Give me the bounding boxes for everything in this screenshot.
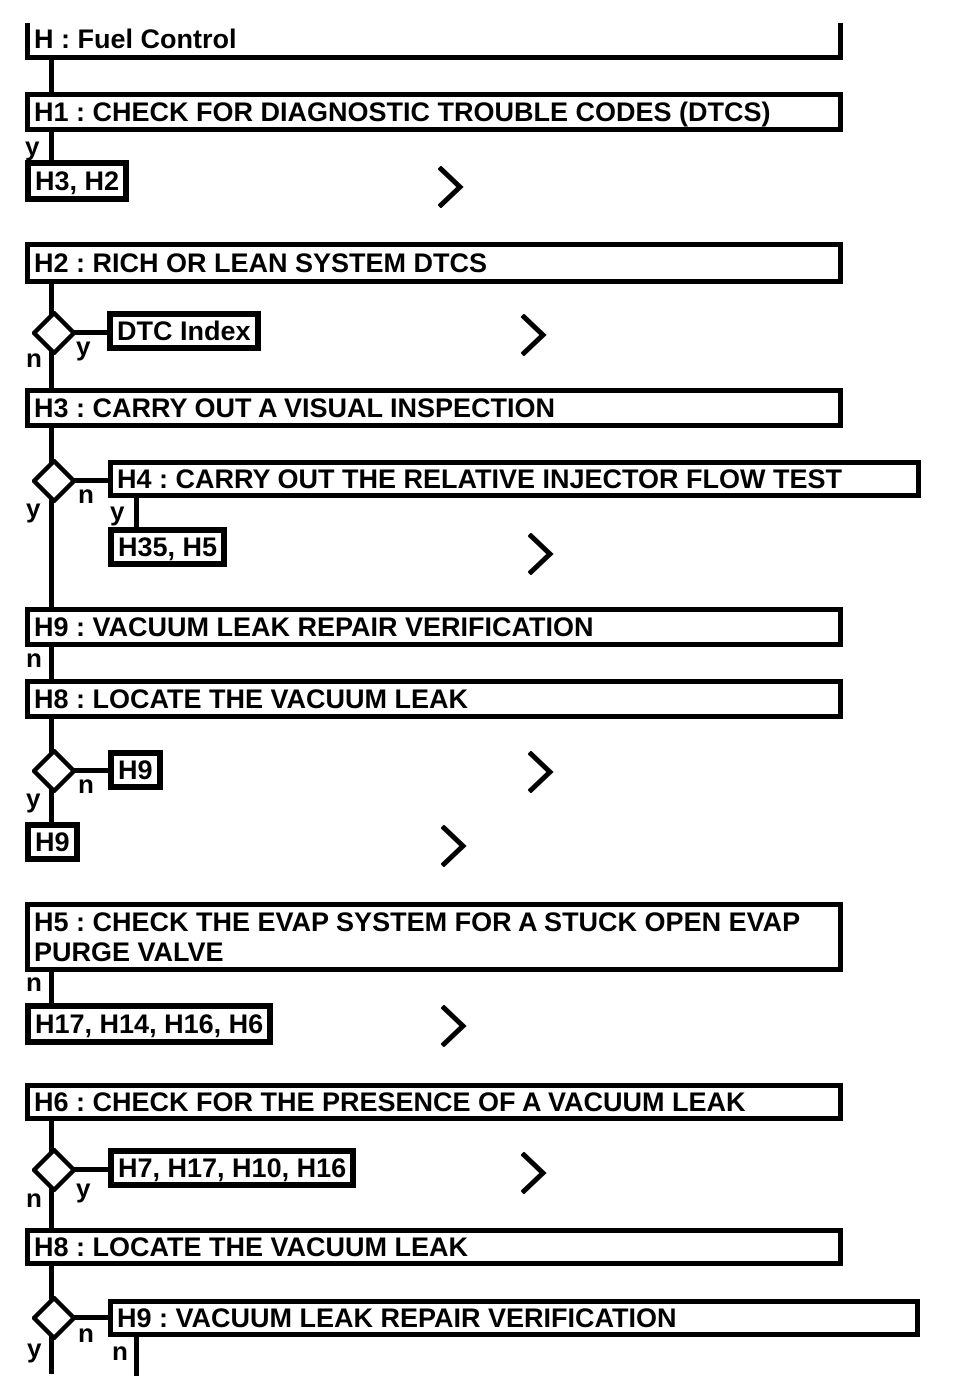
ref-h35-h5-link[interactable]: H35, H5 xyxy=(108,527,228,567)
branch-label-no: n xyxy=(26,967,42,997)
continue-chevron-icon[interactable] xyxy=(521,1152,547,1194)
ref-h3-h2-link[interactable]: H3, H2 xyxy=(25,160,130,202)
step-h8-label: H8 : LOCATE THE VACUUM LEAK xyxy=(34,1232,468,1262)
branch-label-no: n xyxy=(78,769,94,799)
decision-diamond xyxy=(32,459,76,503)
step-h9-verification-box: H9 : VACUUM LEAK REPAIR VERIFICATION xyxy=(108,1299,920,1337)
branch-label-yes: y xyxy=(25,131,40,161)
connector-line xyxy=(49,1187,54,1230)
ref-h7-h17-h10-h16-label: H7, H17, H10, H16 xyxy=(118,1153,347,1183)
branch-label-yes: y xyxy=(26,493,41,523)
step-h8-label: H8 : LOCATE THE VACUUM LEAK xyxy=(34,684,468,714)
ref-h9-label: H9 xyxy=(35,827,70,857)
connector-line xyxy=(49,282,54,315)
step-h2-box: H2 : RICH OR LEAN SYSTEM DTCS xyxy=(25,242,843,284)
continue-chevron-icon[interactable] xyxy=(528,751,554,793)
ref-h9-link[interactable]: H9 xyxy=(25,822,80,862)
branch-label-yes: y xyxy=(26,783,41,813)
branch-label-no: n xyxy=(26,343,42,373)
branch-label-yes: y xyxy=(76,1173,91,1203)
ref-dtc-index-link[interactable]: DTC Index xyxy=(107,311,261,351)
ref-h9-link[interactable]: H9 xyxy=(108,750,163,790)
step-h9-verification-label: H9 : VACUUM LEAK REPAIR VERIFICATION xyxy=(34,612,594,642)
decision-diamond xyxy=(32,1148,76,1192)
branch-label-no: n xyxy=(112,1336,128,1366)
ref-dtc-index-label: DTC Index xyxy=(117,316,251,346)
step-h1-label: H1 : CHECK FOR DIAGNOSTIC TROUBLE CODES … xyxy=(34,97,771,127)
connector-line xyxy=(134,496,139,529)
ref-h17-h14-h16-h6-link[interactable]: H17, H14, H16, H6 xyxy=(25,1003,274,1045)
continue-chevron-icon[interactable] xyxy=(438,166,464,208)
connector-line xyxy=(72,1167,110,1172)
connector-line xyxy=(134,1335,139,1376)
connector-line xyxy=(72,330,109,335)
branch-label-yes: y xyxy=(76,331,91,361)
connector-line xyxy=(49,498,54,609)
connector-line xyxy=(72,768,110,773)
ref-h9-label: H9 xyxy=(118,755,153,785)
step-h4-box: H4 : CARRY OUT THE RELATIVE INJECTOR FLO… xyxy=(108,460,921,498)
step-h1-box: H1 : CHECK FOR DIAGNOSTIC TROUBLE CODES … xyxy=(25,92,843,132)
decision-diamond xyxy=(32,749,76,793)
branch-label-yes: y xyxy=(27,1333,42,1363)
step-h6-box: H6 : CHECK FOR THE PRESENCE OF A VACUUM … xyxy=(25,1083,843,1121)
connector-line xyxy=(49,58,54,97)
ref-h3-h2-label: H3, H2 xyxy=(35,166,120,196)
branch-label-yes: y xyxy=(110,496,125,526)
step-h4-label: H4 : CARRY OUT THE RELATIVE INJECTOR FLO… xyxy=(117,464,843,494)
connector-line xyxy=(49,717,54,753)
connector-line xyxy=(49,351,54,390)
step-h2-label: H2 : RICH OR LEAN SYSTEM DTCS xyxy=(34,248,488,278)
connector-line xyxy=(49,645,54,681)
step-h9-verification-label: H9 : VACUUM LEAK REPAIR VERIFICATION xyxy=(117,1303,677,1333)
continue-chevron-icon[interactable] xyxy=(441,1005,467,1047)
connector-line xyxy=(49,1119,54,1152)
connector-line xyxy=(72,478,110,483)
step-h8-box: H8 : LOCATE THE VACUUM LEAK xyxy=(25,1228,843,1266)
decision-diamond xyxy=(32,311,76,355)
step-h9-verification-box: H9 : VACUUM LEAK REPAIR VERIFICATION xyxy=(25,607,843,647)
step-h5-label: H5 : CHECK THE EVAP SYSTEM FOR A STUCK O… xyxy=(34,907,800,967)
ref-h7-h17-h10-h16-link[interactable]: H7, H17, H10, H16 xyxy=(108,1148,357,1188)
connector-line xyxy=(49,970,54,1005)
flowchart-title-box: H : Fuel Control xyxy=(25,23,843,60)
step-h8-box: H8 : LOCATE THE VACUUM LEAK xyxy=(25,679,843,719)
decision-diamond xyxy=(32,1296,76,1340)
ref-h17-h14-h16-h6-label: H17, H14, H16, H6 xyxy=(35,1009,264,1039)
flowchart-title: H : Fuel Control xyxy=(34,24,237,54)
continue-chevron-icon[interactable] xyxy=(528,533,554,575)
connector-line xyxy=(49,1335,54,1374)
connector-line xyxy=(49,788,54,824)
connector-line xyxy=(49,1264,54,1301)
branch-label-no: n xyxy=(78,479,94,509)
branch-label-no: n xyxy=(26,1183,42,1213)
branch-label-no: n xyxy=(78,1318,94,1348)
branch-label-no: n xyxy=(26,643,42,673)
step-h3-label: H3 : CARRY OUT A VISUAL INSPECTION xyxy=(34,393,556,423)
step-h3-box: H3 : CARRY OUT A VISUAL INSPECTION xyxy=(25,388,843,428)
continue-chevron-icon[interactable] xyxy=(521,314,547,356)
ref-h35-h5-label: H35, H5 xyxy=(118,532,218,562)
step-h6-label: H6 : CHECK FOR THE PRESENCE OF A VACUUM … xyxy=(34,1087,746,1117)
connector-line xyxy=(72,1315,110,1320)
connector-line xyxy=(49,426,54,463)
connector-line xyxy=(49,130,54,162)
step-h5-box: H5 : CHECK THE EVAP SYSTEM FOR A STUCK O… xyxy=(25,902,843,972)
continue-chevron-icon[interactable] xyxy=(441,825,467,867)
